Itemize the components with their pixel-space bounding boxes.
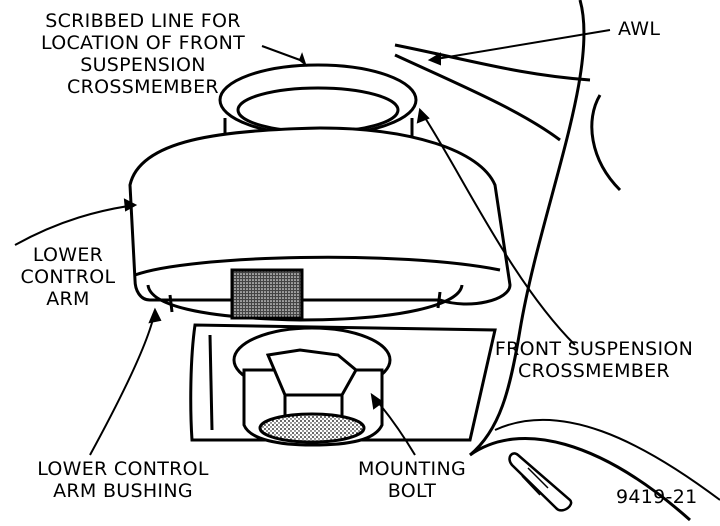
- mounting-bolt-line1: MOUNTING: [357, 458, 466, 480]
- lower-control-arm-label: LOWER CONTROL ARM: [8, 244, 128, 310]
- bushing-assembly: [128, 63, 512, 447]
- leader-lines: [14, 29, 611, 456]
- lower-control-arm-line3: ARM: [46, 288, 90, 310]
- scribed-line-line4: CROSSMEMBER: [67, 76, 219, 98]
- lower-control-arm-line1: LOWER: [32, 244, 104, 266]
- bushing-line1: LOWER CONTROL: [37, 458, 209, 480]
- figure-number: 9419-21: [616, 486, 698, 508]
- mounting-bolt-label: MOUNTING BOLT: [352, 458, 472, 502]
- bushing-line2: ARM BUSHING: [53, 480, 193, 502]
- front-crossmember-line2: CROSSMEMBER: [518, 360, 670, 382]
- scribed-line-line2: LOCATION OF FRONT: [41, 32, 245, 54]
- scribed-line-label: SCRIBBED LINE FOR LOCATION OF FRONT SUSP…: [18, 10, 268, 98]
- front-crossmember-label: FRONT SUSPENSION CROSSMEMBER: [478, 338, 710, 382]
- awl-label: AWL: [618, 18, 661, 40]
- front-crossmember-line1: FRONT SUSPENSION: [494, 338, 694, 360]
- mounting-bolt-line2: BOLT: [387, 480, 437, 502]
- scribed-line-line1: SCRIBBED LINE FOR: [45, 10, 241, 32]
- crossmember-body: [394, 0, 720, 522]
- scribed-line-line3: SUSPENSION: [80, 54, 206, 76]
- lower-control-arm-line2: CONTROL: [20, 266, 116, 288]
- lower-control-arm-bushing-label: LOWER CONTROL ARM BUSHING: [18, 458, 228, 502]
